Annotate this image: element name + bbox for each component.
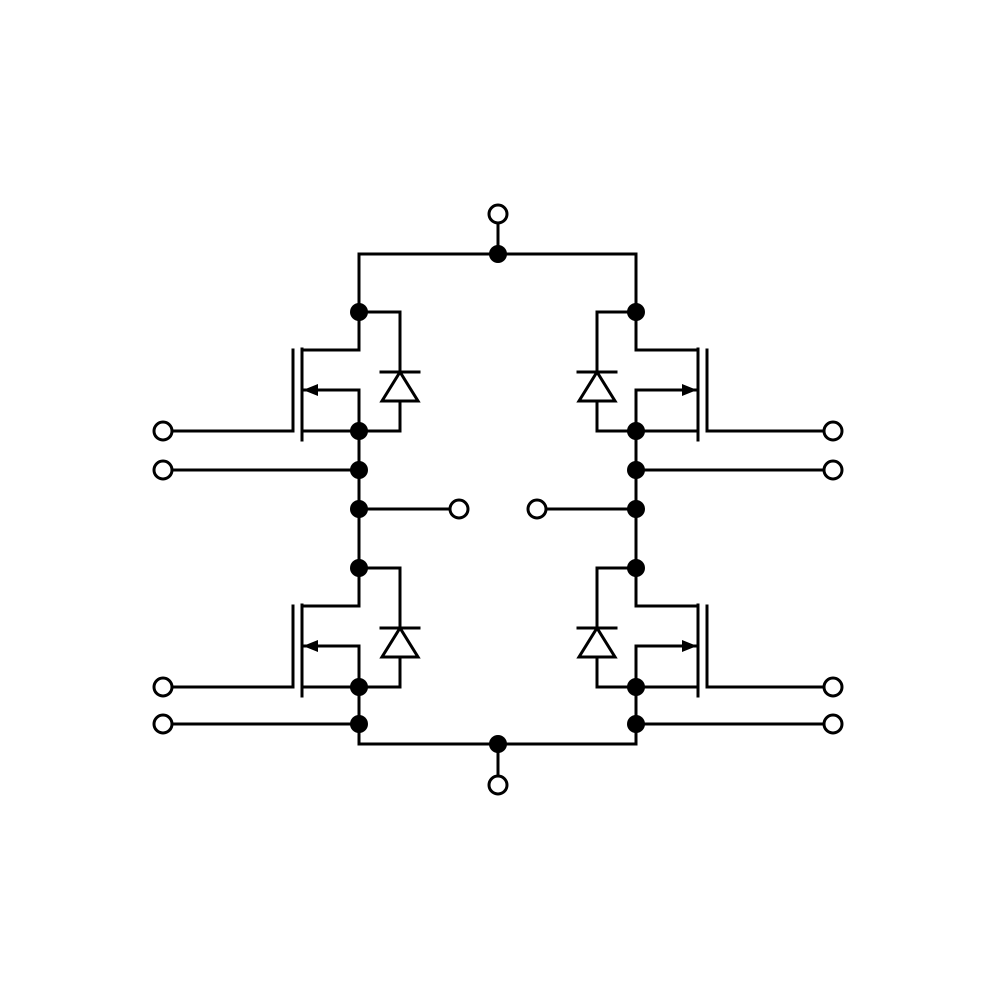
top-rail bbox=[357, 220, 638, 314]
terminal-top bbox=[487, 203, 509, 225]
terminal-right-gate-upper bbox=[822, 420, 844, 442]
junction-dot bbox=[627, 500, 645, 518]
junction-dot bbox=[489, 735, 507, 753]
mosfet-lower-right bbox=[576, 566, 709, 698]
mosfet-lower-left bbox=[291, 566, 421, 698]
mosfet-upper-right bbox=[576, 310, 709, 442]
terminal-right-source-lower bbox=[822, 713, 844, 735]
junction-dot bbox=[350, 678, 368, 696]
junction-dot bbox=[627, 715, 645, 733]
terminal-left-gate-upper bbox=[152, 420, 174, 442]
terminal-left-gate-lower bbox=[152, 676, 174, 698]
junction-dot bbox=[489, 245, 507, 263]
terminal-left-source-lower bbox=[152, 713, 174, 735]
right-leg bbox=[544, 429, 830, 726]
junction-dot bbox=[350, 500, 368, 518]
junction-dot bbox=[627, 461, 645, 479]
junction-dot bbox=[627, 559, 645, 577]
terminals bbox=[152, 203, 844, 796]
mosfet-upper-left bbox=[291, 310, 421, 442]
left-leg bbox=[166, 429, 452, 726]
junction-dot bbox=[350, 422, 368, 440]
junction-dot bbox=[350, 461, 368, 479]
junction-dot bbox=[350, 715, 368, 733]
junctions bbox=[350, 245, 645, 753]
terminal-right-gate-lower bbox=[822, 676, 844, 698]
junction-dot bbox=[627, 678, 645, 696]
junction-dot bbox=[627, 303, 645, 321]
junction-dot bbox=[627, 422, 645, 440]
junction-dot bbox=[350, 559, 368, 577]
terminal-right-source-upper bbox=[822, 459, 844, 481]
terminal-right-output bbox=[526, 498, 548, 520]
terminal-left-source-upper bbox=[152, 459, 174, 481]
terminal-left-output bbox=[448, 498, 470, 520]
junction-dot bbox=[350, 303, 368, 321]
terminal-bottom bbox=[487, 774, 509, 796]
